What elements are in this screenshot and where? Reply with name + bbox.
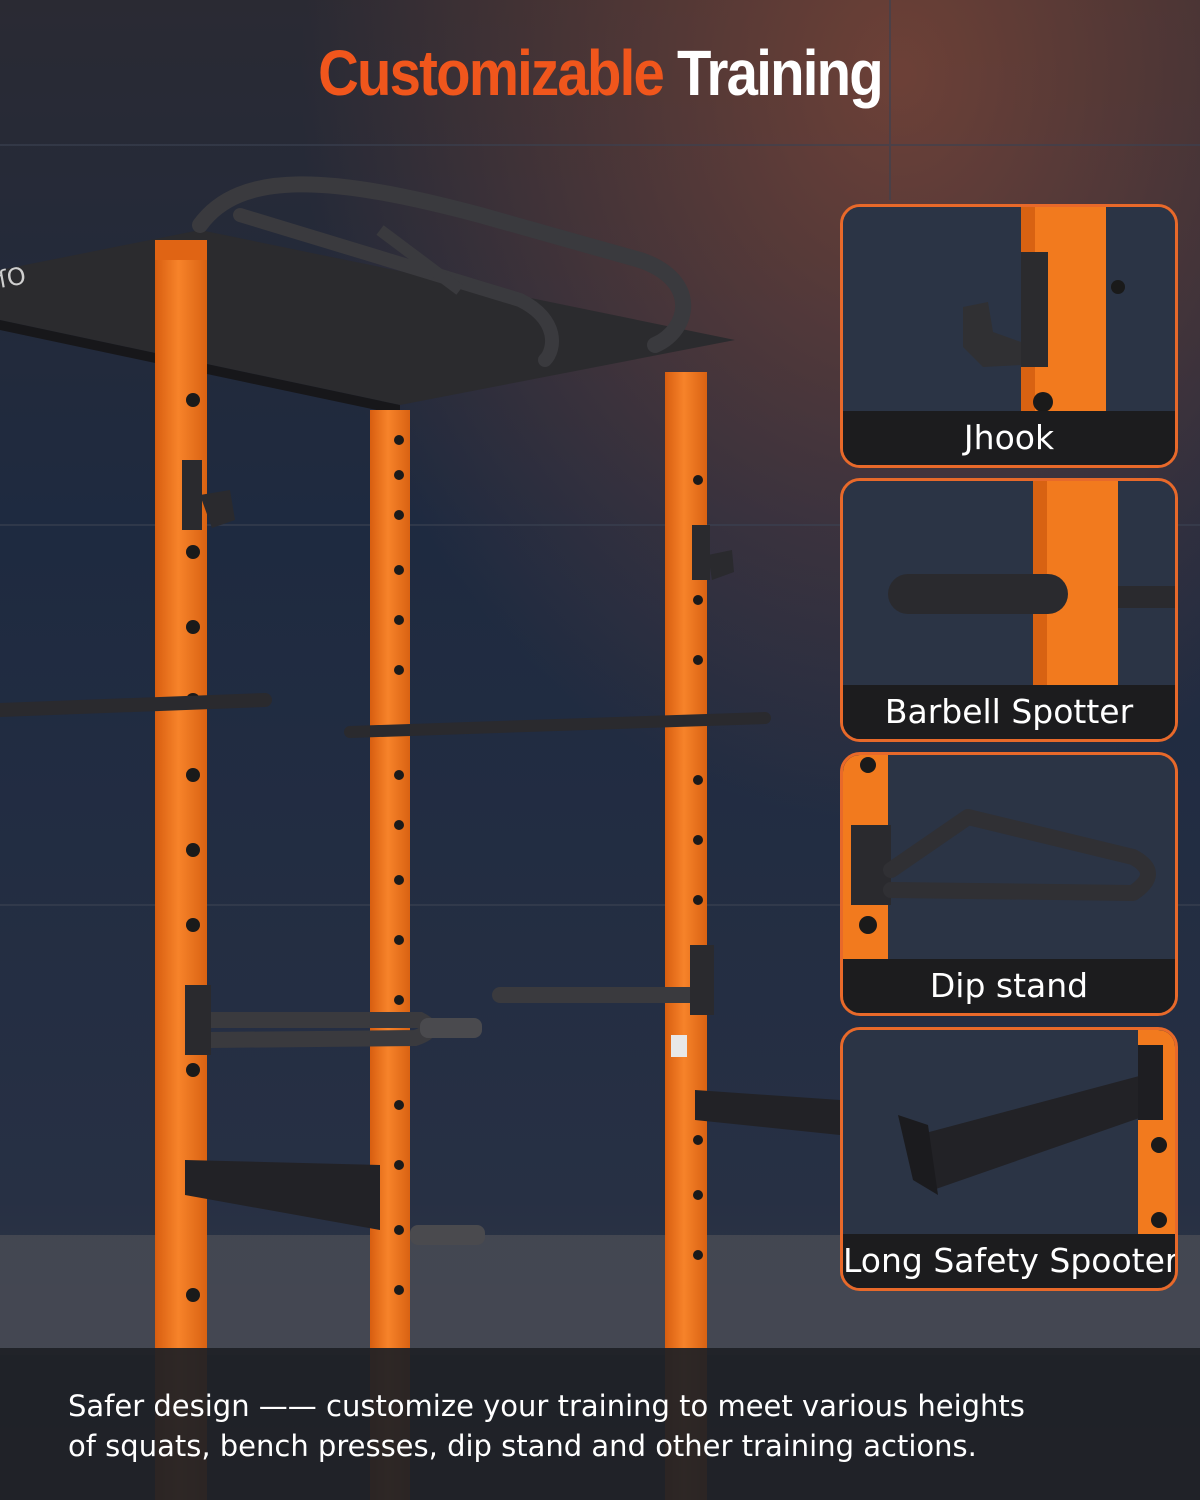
card-label-barbell-spotter: Barbell Spotter — [843, 685, 1175, 739]
feature-card-long-safety-spotter: Long Safety Spooter — [840, 1027, 1178, 1291]
caption-band — [0, 1348, 1200, 1500]
feature-card-barbell-spotter: Barbell Spotter — [840, 478, 1178, 742]
caption-line-1: Safer design —— customize your training … — [68, 1389, 1025, 1423]
title-word-customizable: Customizable — [318, 37, 665, 109]
title-word-training: Training — [676, 37, 884, 109]
svg-text:ſO: ſO — [0, 262, 28, 294]
page-title: Customizable Training — [72, 28, 1128, 118]
card-label-jhook: Jhook — [843, 411, 1175, 465]
feature-card-dip-stand: Dip stand — [840, 752, 1178, 1016]
card-label-long-safety-spotter: Long Safety Spooter — [843, 1234, 1175, 1288]
caption-text: Safer design —— customize your training … — [68, 1386, 1168, 1466]
card-label-dip-stand: Dip stand — [843, 959, 1175, 1013]
caption-line-2: of squats, bench presses, dip stand and … — [68, 1429, 977, 1463]
feature-card-jhook: Jhook — [840, 204, 1178, 468]
